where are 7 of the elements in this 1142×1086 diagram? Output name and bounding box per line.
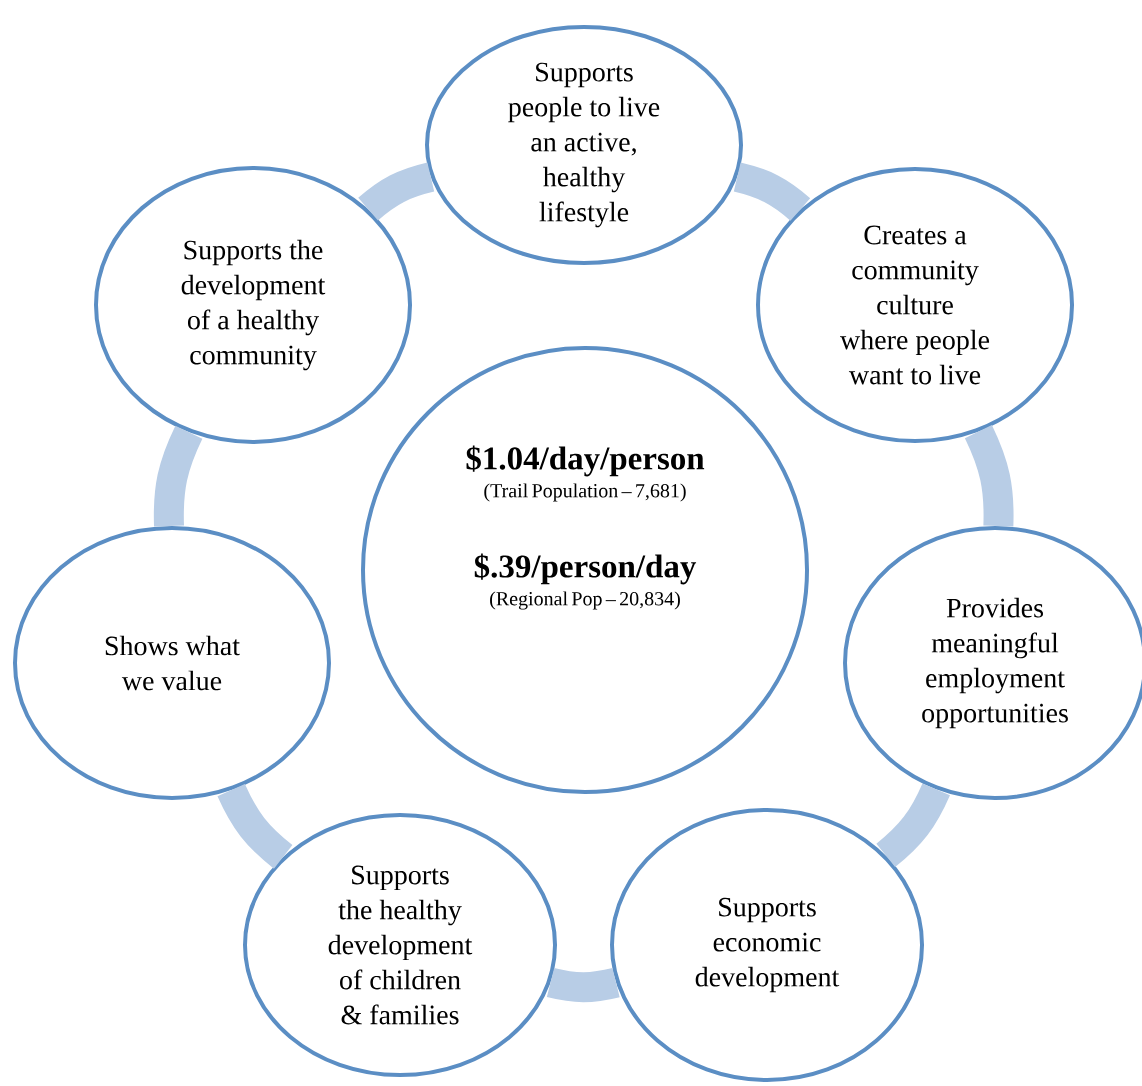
ring-segment <box>217 783 293 869</box>
ring-segment <box>876 783 950 867</box>
ring-segment <box>153 425 203 527</box>
ring-segment <box>733 162 811 221</box>
ring-segment <box>547 967 620 1003</box>
ring-segment <box>358 162 435 221</box>
ring-segment <box>964 425 1014 527</box>
